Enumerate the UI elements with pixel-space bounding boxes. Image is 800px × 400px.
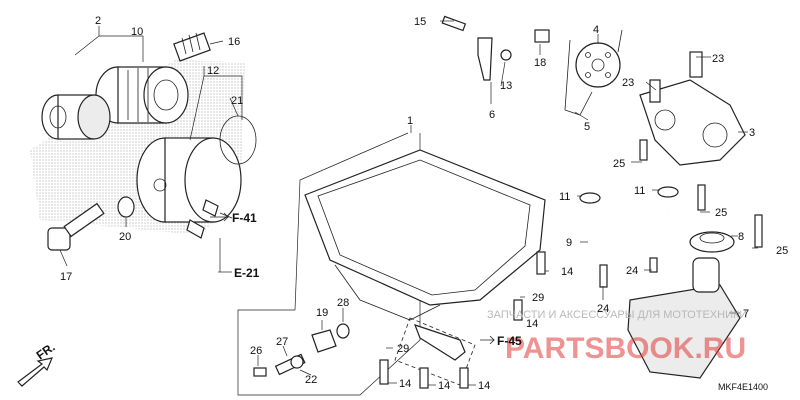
bracket-lower: [413, 324, 466, 361]
bolt-14-d: [459, 367, 469, 389]
bracket-6: [477, 37, 493, 81]
bolt-26: [253, 367, 267, 377]
oil-pump: [639, 51, 746, 166]
f41-arrow: [210, 212, 229, 222]
label-17: 17: [60, 271, 72, 283]
label-15: 15: [414, 16, 426, 28]
bolt-24-a: [599, 264, 608, 288]
label-24-b: 24: [597, 303, 609, 315]
label-7: 7: [743, 308, 749, 320]
oil-pipe: [579, 186, 679, 262]
watermark-brand: PARTSBOOK.RU: [505, 332, 746, 365]
label-14-e: 14: [478, 380, 490, 392]
label-14-a: 14: [561, 266, 573, 278]
label-10: 10: [131, 26, 143, 38]
leader-lines: [59, 20, 758, 386]
label-13: 13: [500, 80, 512, 92]
ref-f41: F-41: [232, 211, 257, 225]
label-21: 21: [231, 95, 243, 107]
washer-28: [336, 323, 350, 339]
label-20: 20: [119, 231, 131, 243]
label-11-b: 11: [634, 185, 645, 197]
label-14-b: 14: [526, 318, 538, 330]
diagram-code: MKF4E1400: [718, 382, 768, 392]
stud: [173, 32, 211, 62]
label-11-a: 11: [559, 191, 570, 203]
washer-13: [500, 49, 512, 61]
label-12: 12: [207, 65, 219, 77]
oil-pan: [304, 149, 546, 321]
ref-e21: E-21: [234, 266, 260, 280]
label-25-b: 25: [715, 207, 727, 219]
watermark-text: ЗАПЧАСТИ И АКСЕССУАРЫ ДЛЯ МОТОТЕХНИКИ: [487, 309, 747, 321]
oil-pan-assembly-outline: [237, 132, 421, 396]
ref-front: FR.: [34, 340, 58, 363]
label-29-b: 29: [397, 343, 409, 355]
bolt-18: [534, 29, 550, 43]
filter-cap: [41, 94, 111, 140]
label-23-b: 23: [622, 77, 634, 89]
oil-strainer: [627, 257, 741, 379]
label-29-a: 29: [532, 292, 544, 304]
label-9: 9: [566, 237, 572, 249]
gasket-19: [311, 329, 337, 353]
bolt-24-b: [649, 257, 658, 273]
label-16: 16: [228, 36, 240, 48]
bolt-14-a: [536, 251, 546, 275]
bolt-14-e: [513, 299, 523, 321]
oil-cooler: [136, 137, 242, 239]
seal-8: [689, 231, 735, 253]
bolt-25-a: [639, 139, 648, 161]
label-1: 1: [407, 115, 413, 127]
label-8: 8: [738, 231, 744, 243]
label-19: 19: [316, 307, 328, 319]
ref-f45: F-45: [497, 334, 522, 348]
oil-filter: [95, 66, 189, 124]
label-6: 6: [489, 109, 495, 121]
label-25-a: 25: [613, 158, 625, 170]
label-18: 18: [534, 57, 546, 69]
label-5: 5: [584, 121, 590, 133]
label-2: 2: [95, 15, 101, 27]
label-27: 27: [276, 336, 288, 348]
bolt-25-b: [697, 184, 706, 211]
front-arrow-icon: [17, 357, 53, 387]
pump-sprocket: [575, 42, 621, 88]
label-14-d: 14: [438, 380, 450, 392]
washer-22: [290, 355, 304, 369]
bolt-25-c: [754, 214, 763, 248]
label-14-c: 14: [399, 378, 411, 390]
label-4: 4: [593, 24, 599, 36]
f45-arrow: [480, 335, 495, 345]
bolt-14-b: [379, 359, 389, 385]
bolt-17: [47, 202, 105, 251]
label-28: 28: [337, 297, 349, 309]
washer-20: [117, 196, 135, 218]
bolt-15: [441, 15, 467, 32]
drive-chain: [564, 29, 623, 116]
label-3: 3: [749, 127, 755, 139]
label-26: 26: [250, 345, 262, 357]
label-24-a: 24: [626, 265, 638, 277]
label-25-c: 25: [776, 245, 788, 257]
label-23-a: 23: [712, 53, 724, 65]
bolt-14-c: [419, 367, 429, 389]
label-22: 22: [305, 374, 317, 386]
